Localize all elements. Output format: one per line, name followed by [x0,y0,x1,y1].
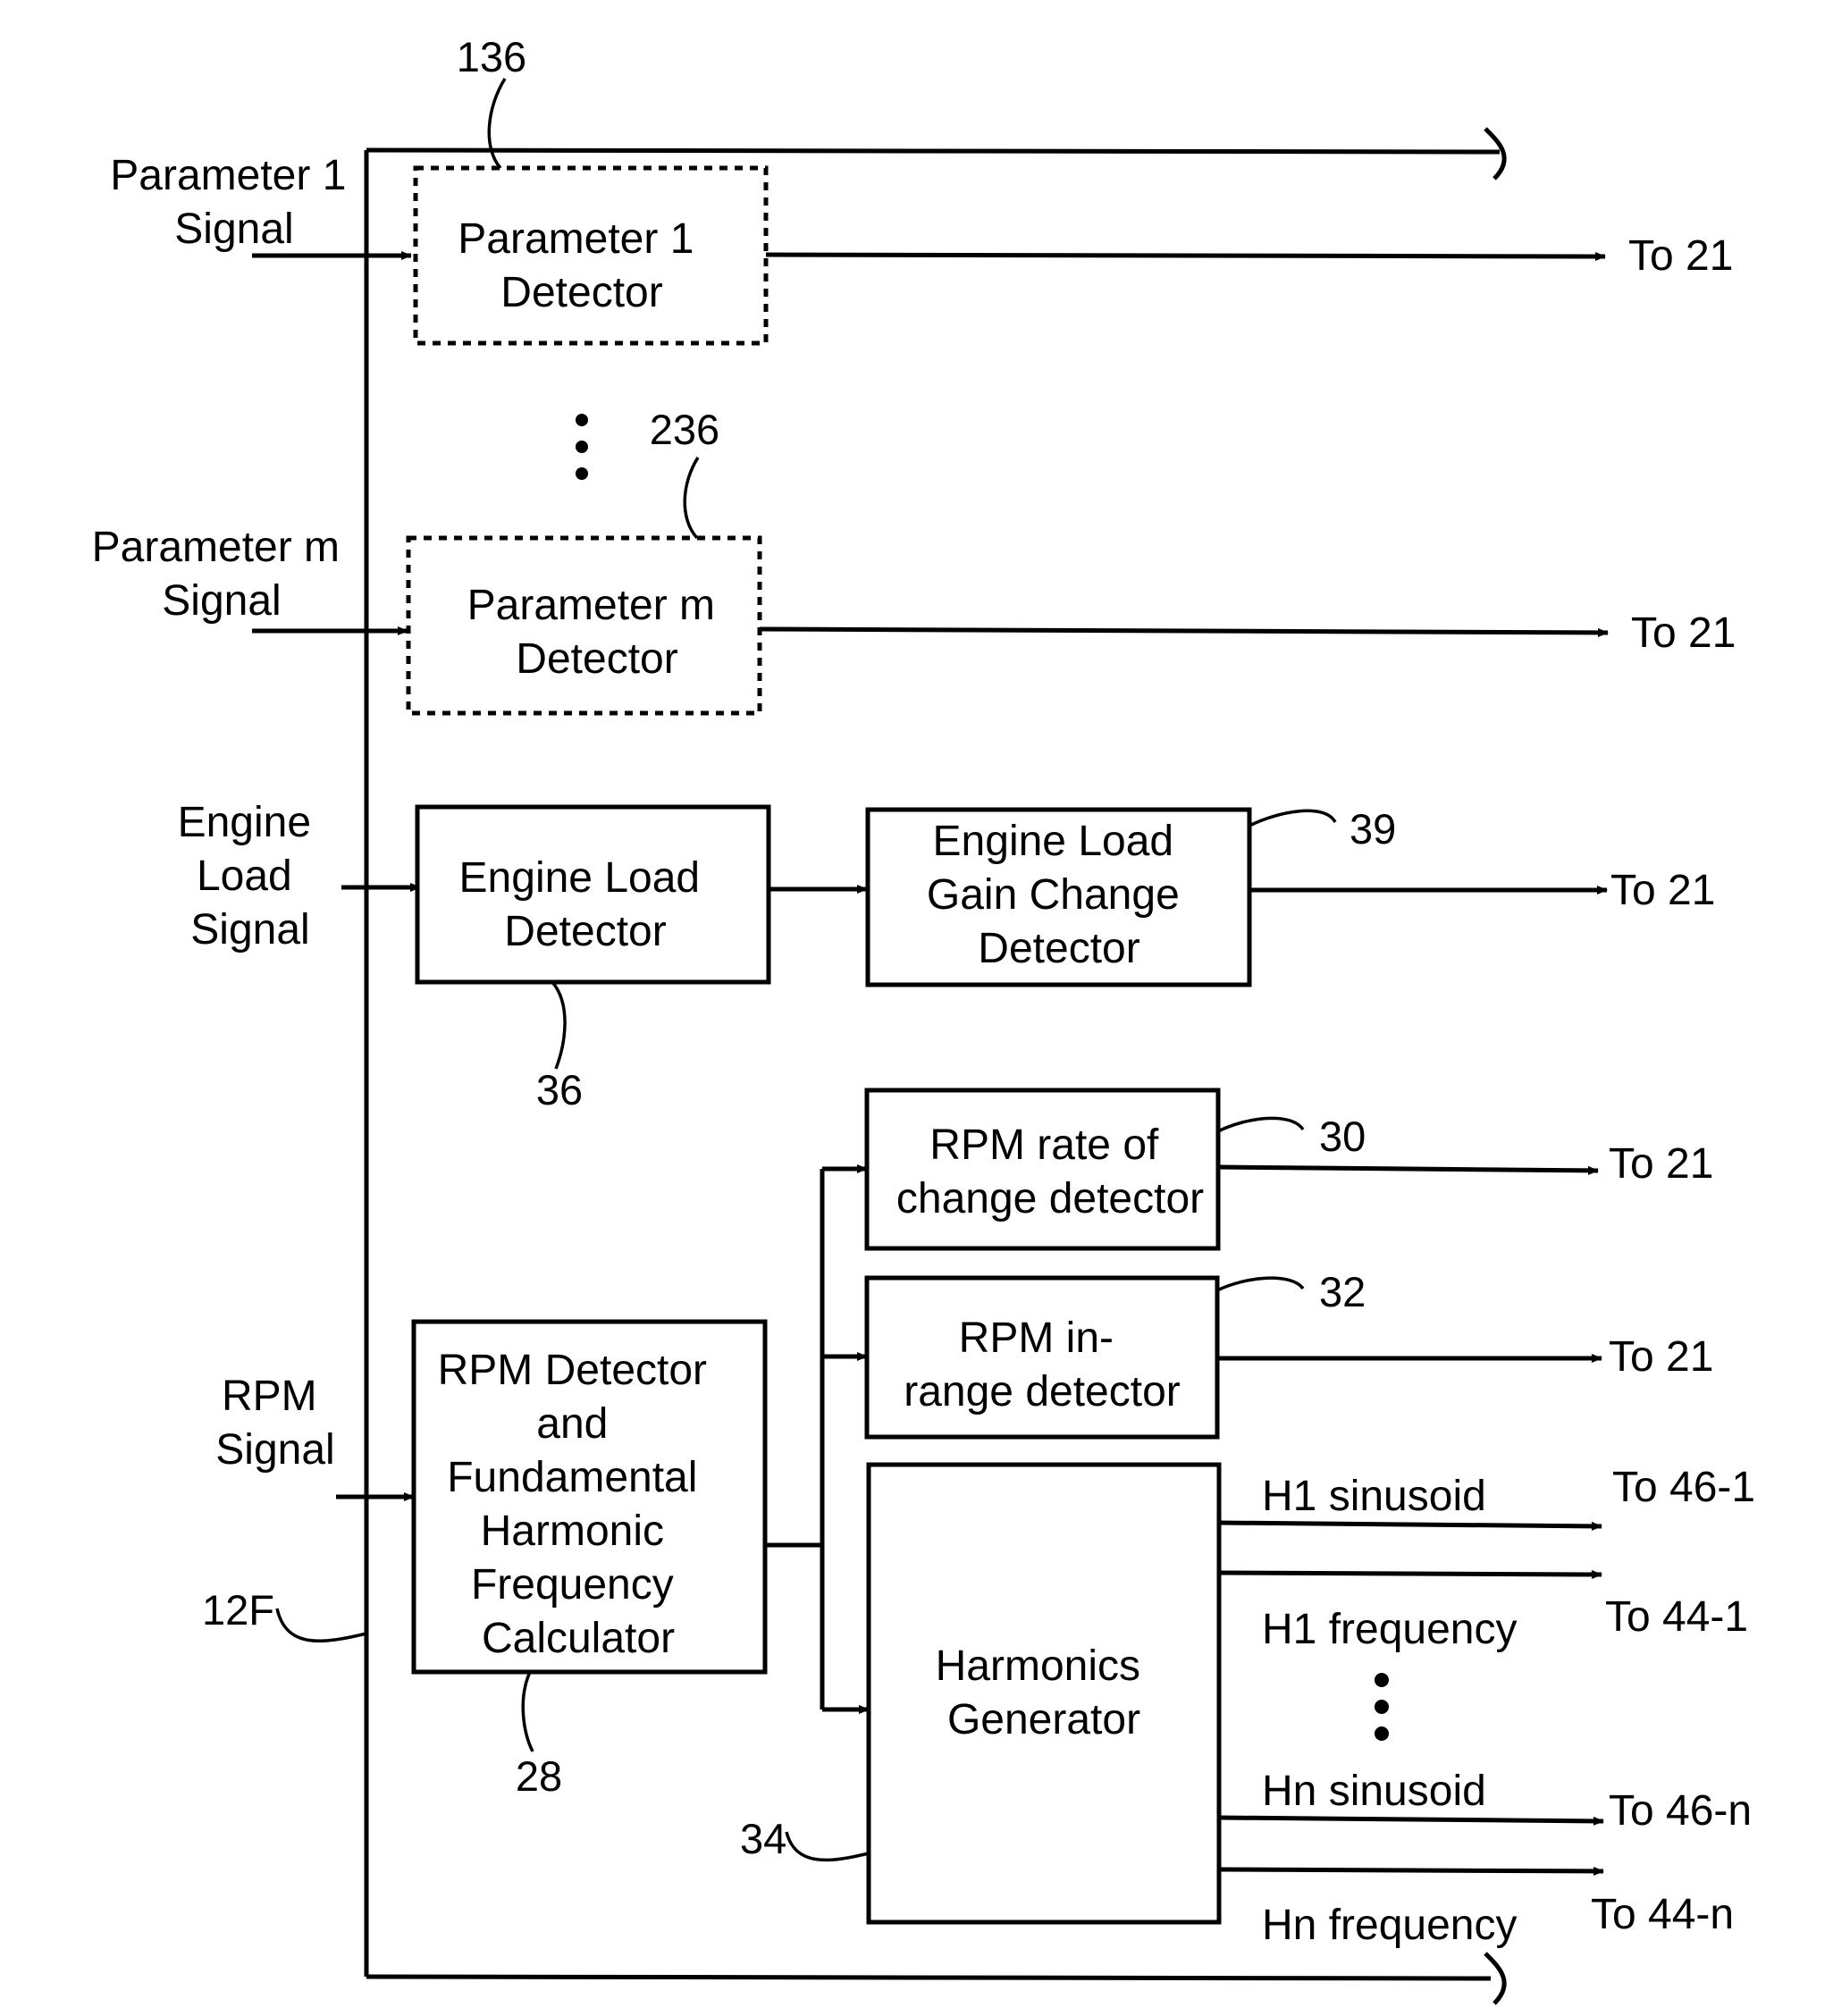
in-range-output-label: To 21 [1609,1333,1713,1381]
hn-sinusoid-arrow [1219,1818,1603,1821]
rpm-signal-label: RPM Signal [215,1373,334,1474]
rate-of-change-output-label: To 21 [1609,1140,1713,1188]
harmonics-generator-ref-leader [786,1832,869,1860]
paramm-output-label: To 21 [1631,609,1736,657]
rate-of-change-output-arrow [1218,1167,1598,1171]
h1-frequency-arrow [1219,1573,1602,1575]
engine-load-detector-ref: 36 [536,1066,583,1113]
h1-sinusoid-output-label: To 46-1 [1612,1464,1755,1511]
param1-ref: 136 [457,33,526,80]
in-range-ref: 32 [1319,1268,1366,1315]
hn-frequency-label: Hn frequency [1262,1902,1518,1949]
param1-signal-label: Parameter 1 Signal [110,152,357,253]
hn-frequency-arrow [1219,1869,1603,1871]
rpm-fanout-bus [765,1169,869,1709]
rate-of-change-ref: 30 [1319,1113,1366,1160]
paramm-output-arrow [760,629,1608,633]
harmonics-ellipsis [1375,1673,1389,1741]
h1-frequency-label: H1 frequency [1262,1606,1518,1653]
h1-sinusoid-arrow [1219,1523,1602,1526]
hn-frequency-output-label: To 44-n [1591,1891,1734,1938]
engine-load-signal-label: Engine Load Signal [178,799,324,953]
gain-change-ref-leader [1249,811,1335,826]
h1-sinusoid-label: H1 sinusoid [1262,1473,1486,1520]
module-ref: 12F [202,1586,274,1634]
param1-output-label: To 21 [1628,232,1733,280]
harmonics-generator-ref: 34 [740,1815,786,1862]
rpm-calculator-ref: 28 [516,1752,562,1800]
param1-output-arrow [766,255,1605,256]
paramm-signal-label: Parameter m Signal [92,524,352,625]
engine-load-detector-ref-leader [552,982,565,1069]
paramm-ref: 236 [650,406,719,453]
gain-change-ref: 39 [1350,805,1396,853]
rpm-rate-of-change-detector-box [867,1090,1218,1248]
gain-change-output-label: To 21 [1610,867,1715,914]
rpm-calculator-ref-leader [523,1672,533,1751]
rate-of-change-ref-leader [1218,1118,1303,1131]
hn-sinusoid-output-label: To 46-n [1609,1787,1752,1835]
module-ref-leader [277,1609,366,1641]
parameter-ellipsis [576,414,588,480]
hn-sinusoid-label: Hn sinusoid [1262,1768,1486,1815]
param1-ref-leader [489,79,505,168]
h1-frequency-output-label: To 44-1 [1605,1593,1748,1641]
in-range-ref-leader [1217,1278,1303,1290]
paramm-ref-leader [685,458,698,538]
harmonics-generator-box [869,1465,1219,1922]
